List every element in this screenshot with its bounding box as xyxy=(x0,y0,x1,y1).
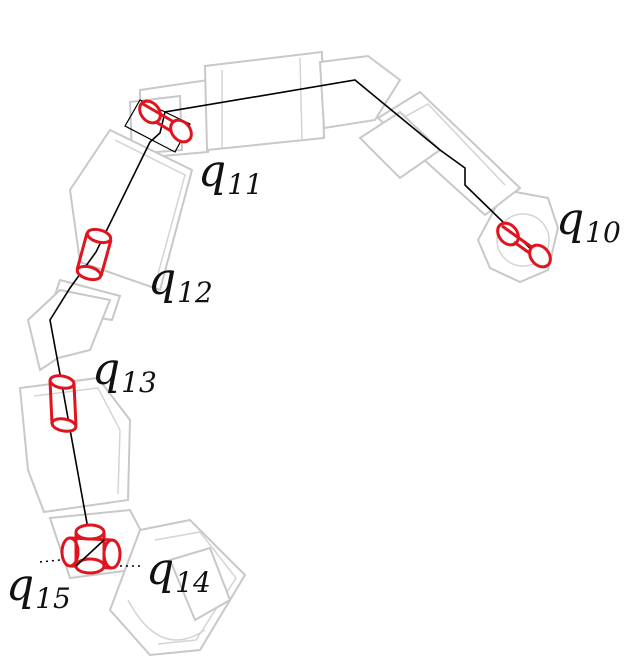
joint-q10-cylinder xyxy=(496,221,552,269)
joint-label-q13: q13 xyxy=(92,344,157,399)
q15-leader xyxy=(39,559,61,563)
joint-label-q10: q10 xyxy=(556,194,621,249)
joint-q11-cylinder xyxy=(138,99,193,144)
joint-q12-cylinder xyxy=(75,227,113,282)
joint-11-housing xyxy=(124,99,191,153)
joint-label-q15: q15 xyxy=(6,560,71,615)
link-middle-left xyxy=(18,288,132,514)
link-top xyxy=(128,50,402,160)
joint-label-q12: q12 xyxy=(148,254,213,309)
link-base xyxy=(48,508,247,657)
joint-q14-q15-cylinders xyxy=(60,523,122,575)
joint-label-q11: q11 xyxy=(198,146,263,201)
kinematic-chain-line xyxy=(49,79,541,541)
joint-q13-cylinder xyxy=(48,374,78,433)
joint-label-q14: q14 xyxy=(146,544,211,599)
